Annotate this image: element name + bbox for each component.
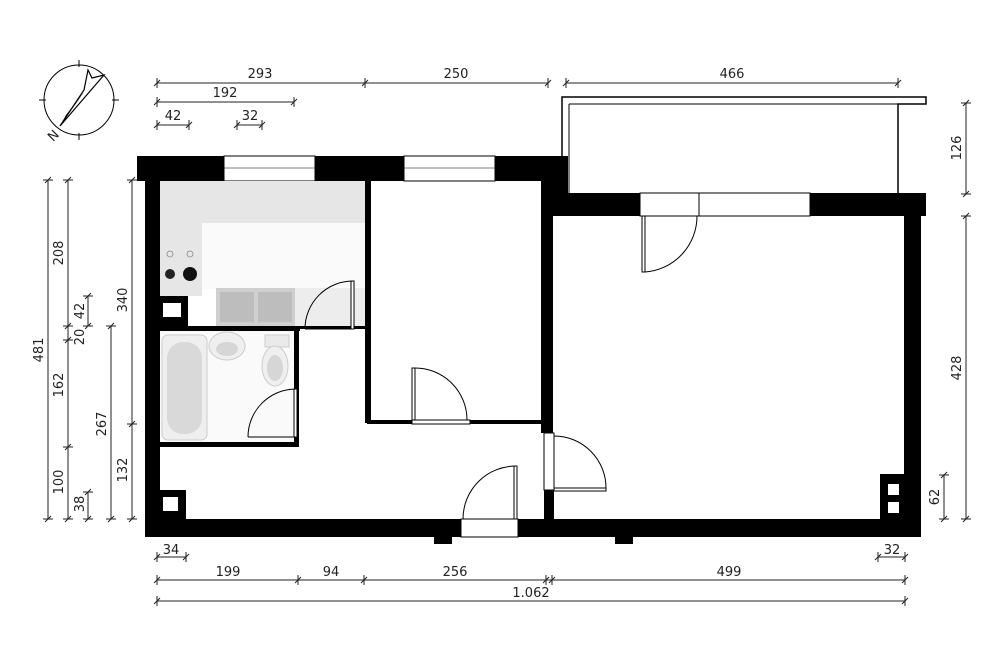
door-entrance bbox=[462, 465, 518, 520]
dim-34: 34 bbox=[163, 543, 180, 558]
bottom-dimensions: 34 32 199 94 256 499 1.062 bbox=[153, 543, 909, 606]
dim-293: 293 bbox=[248, 67, 273, 82]
dim-42-top: 42 bbox=[165, 109, 182, 124]
windows bbox=[223, 155, 811, 538]
door-bathroom bbox=[247, 388, 298, 438]
left-dimensions: 481 208 162 100 20 42 38 267 bbox=[32, 176, 137, 523]
dim-38: 38 bbox=[73, 496, 88, 513]
dim-499: 499 bbox=[717, 565, 742, 580]
dim-20: 20 bbox=[73, 329, 88, 346]
dim-132: 132 bbox=[116, 458, 131, 483]
dim-total: 1.062 bbox=[512, 586, 549, 601]
dim-192: 192 bbox=[213, 86, 238, 101]
dim-481: 481 bbox=[32, 338, 47, 363]
top-dimensions: 293 250 466 192 42 32 bbox=[153, 67, 902, 130]
doors bbox=[247, 215, 698, 520]
door-room1 bbox=[411, 367, 471, 425]
dim-32-bottom: 32 bbox=[884, 543, 901, 558]
dim-256: 256 bbox=[443, 565, 468, 580]
dim-466: 466 bbox=[720, 67, 745, 82]
dim-126: 126 bbox=[950, 136, 965, 161]
toilet-icon bbox=[261, 334, 290, 387]
washbasin-icon bbox=[208, 331, 246, 361]
dim-208: 208 bbox=[52, 241, 67, 266]
dim-100: 100 bbox=[52, 470, 67, 495]
exterior-walls bbox=[137, 156, 926, 544]
door-kitchen bbox=[304, 280, 355, 330]
dim-32-top: 32 bbox=[242, 109, 259, 124]
north-arrow-icon: N bbox=[39, 60, 119, 145]
dim-340: 340 bbox=[116, 288, 131, 313]
right-dimensions: 126 428 62 bbox=[928, 99, 971, 523]
kitchen bbox=[160, 181, 365, 326]
door-balcony bbox=[641, 215, 698, 273]
door-room2 bbox=[543, 432, 607, 492]
bathtub-icon bbox=[161, 334, 208, 441]
bathroom bbox=[160, 331, 294, 442]
dim-267: 267 bbox=[95, 412, 110, 437]
kitchen-sink-icon bbox=[216, 288, 295, 326]
balcony bbox=[561, 96, 927, 194]
dim-250: 250 bbox=[444, 67, 469, 82]
dim-94: 94 bbox=[323, 565, 340, 580]
dim-62: 62 bbox=[928, 489, 943, 506]
dim-42-left: 42 bbox=[73, 303, 88, 320]
stove-icon bbox=[165, 250, 197, 281]
dim-428: 428 bbox=[950, 356, 965, 381]
dim-162: 162 bbox=[52, 373, 67, 398]
dim-199: 199 bbox=[216, 565, 241, 580]
